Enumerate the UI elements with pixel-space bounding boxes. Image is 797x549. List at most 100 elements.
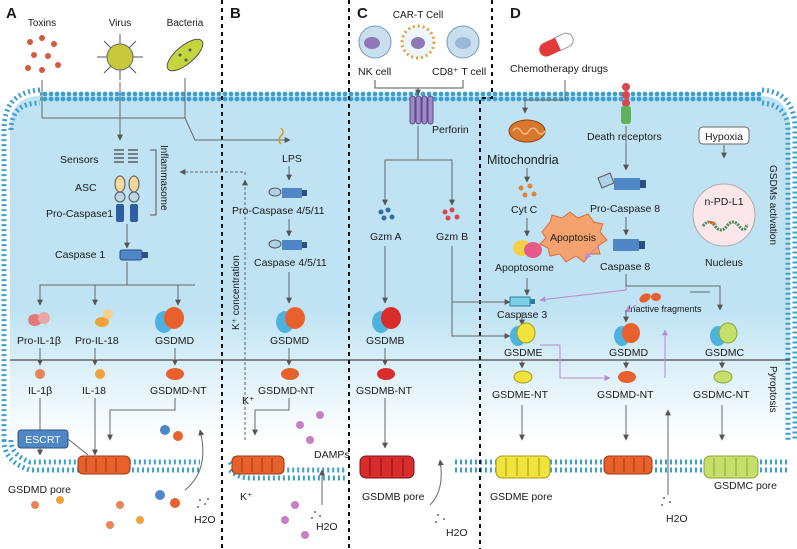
cell-cytoplasm <box>10 96 790 440</box>
gsdmd-nt-icon-b <box>281 368 299 380</box>
nk-cell-icon <box>358 25 392 59</box>
virus-label: Virus <box>109 18 132 29</box>
gsdme-nt-icon <box>513 370 533 384</box>
gsdmd-pore-b <box>231 455 285 475</box>
gzma-label: Gzm A <box>370 231 402 243</box>
asc-icon <box>114 175 140 203</box>
toxins-icon <box>25 35 61 73</box>
bacteria-icon <box>166 38 204 72</box>
panel-label-d: D <box>510 5 521 22</box>
car-t-label: CAR-T Cell <box>393 10 443 21</box>
caspase-4511-icon <box>268 239 307 250</box>
mitochondria-icon <box>508 119 546 143</box>
pro-il1b-label: Pro-IL-1β <box>17 335 61 347</box>
caspase8-icon <box>613 239 645 251</box>
inflammasome-label: Inflammasome <box>158 145 169 211</box>
panel-label-b: B <box>230 5 241 22</box>
k-plus-label-2: K⁺ <box>240 491 253 503</box>
pro-caspase1-icon <box>116 204 138 222</box>
nk-cell-label: NK cell <box>358 66 391 78</box>
il1b-label: IL-1β <box>28 385 52 397</box>
perforin-icon <box>409 95 434 125</box>
gsdmd-nt-label-b: GSDMD-NT <box>258 385 315 397</box>
car-t-cell-icon <box>400 24 436 60</box>
chemotherapy-label: Chemotherapy drugs <box>510 63 608 75</box>
gsdmb-nt-icon <box>377 368 395 380</box>
damps-label: DAMPs <box>314 449 350 461</box>
bacteria-label: Bacteria <box>167 18 204 29</box>
gsdmd-label-a: GSDMD <box>155 335 195 347</box>
gsdmb-label: GSDMB <box>366 335 405 347</box>
gsdmc-label: GSDMC <box>705 347 745 359</box>
gsdms-activation-label: GSDMs activation <box>767 165 778 245</box>
pro-caspase-4511-icon <box>268 187 307 198</box>
lps-label: LPS <box>282 153 302 165</box>
pro-il1b-icon <box>28 312 50 326</box>
gsdme-nt-label: GSDME-NT <box>492 389 549 401</box>
gsdmd-nt-label-a: GSDMD-NT <box>150 385 207 397</box>
death-receptor-icon <box>621 83 631 124</box>
caspase8-label: Caspase 8 <box>600 261 650 273</box>
cytc-label: Cyt C <box>511 204 538 216</box>
chemotherapy-capsule-icon <box>539 32 574 57</box>
h2o-label-a: H2O <box>194 514 216 526</box>
gsdme-label: GSDME <box>504 347 543 359</box>
apoptosome-icon <box>513 240 542 258</box>
gsdmb-pore-label: GSDMB pore <box>362 491 425 503</box>
lps-icon <box>278 127 284 145</box>
caspase3-icon <box>509 296 535 307</box>
gsdmb-pore <box>359 455 415 479</box>
death-receptors-label: Death receptors <box>587 131 662 143</box>
nucleus-label: Nucleus <box>705 257 743 269</box>
pro-caspase8-label: Pro-Caspase 8 <box>590 203 660 215</box>
sensors-label: Sensors <box>60 154 99 166</box>
gsdmd-pore-a <box>77 455 131 475</box>
nucleus-icon <box>692 183 756 247</box>
perforin-label: Perforin <box>432 124 469 136</box>
hypoxia-label: Hypoxia <box>705 131 743 143</box>
pyroptosis-label: Pyroptosis <box>767 366 778 413</box>
asc-label: ASC <box>75 182 97 194</box>
gsdmd-icon-b <box>276 307 305 333</box>
gsdmd-icon-d <box>614 323 640 346</box>
gzmb-icon <box>442 207 460 221</box>
pro-caspase8-icon <box>597 172 646 190</box>
pro-il18-label: Pro-IL-18 <box>75 335 119 347</box>
gsdmb-icon <box>372 307 401 333</box>
apoptosome-label: Apoptosome <box>495 262 554 274</box>
gsdmd-nt-icon-a <box>166 368 184 380</box>
pro-il18-icon <box>95 309 113 327</box>
gsdme-pore-label: GSDME pore <box>490 491 553 503</box>
npdl1-label: n-PD-L1 <box>704 196 743 208</box>
cytc-icon <box>518 183 537 198</box>
mitochondria-label: Mitochondria <box>487 153 559 167</box>
pro-caspase1-label: Pro-Caspase1 <box>46 208 113 220</box>
inactive-fragments-label: Inactive fragments <box>628 304 702 314</box>
k-concentration-label: K⁺ concentration <box>231 255 242 330</box>
caspase-4511-label: Caspase 4/5/11 <box>254 257 327 269</box>
apoptosis-label: Apoptosis <box>550 232 596 244</box>
h2o-label-d: H2O <box>666 513 688 525</box>
gsdmd-label-b: GSDMD <box>270 335 310 347</box>
gsdmc-icon <box>710 322 738 346</box>
panel-label-a: A <box>6 5 17 22</box>
h2o-label-c: H2O <box>446 527 468 539</box>
damps-icon <box>281 411 324 539</box>
pro-caspase-4511-label: Pro-Caspase 4/5/11 <box>232 205 325 217</box>
gsdme-icon <box>510 322 536 346</box>
il18-label: IL-18 <box>82 385 106 397</box>
caspase1-label: Caspase 1 <box>55 249 105 261</box>
gsdmd-label-d: GSDMD <box>609 347 649 359</box>
released-cytokines-icon <box>31 496 144 529</box>
virus-icon <box>97 34 143 80</box>
cd8-t-cell-icon <box>446 25 480 59</box>
gsdmd-icon <box>155 307 184 333</box>
gsdmd-pore-label-a: GSDMD pore <box>8 484 71 496</box>
apoptosis-burst <box>539 211 608 263</box>
gsdmc-pore <box>703 455 759 479</box>
toxins-label: Toxins <box>28 18 56 29</box>
k-plus-label-1: K⁺ <box>242 395 255 407</box>
gzma-icon <box>378 207 395 221</box>
gsdme-pore <box>495 455 551 479</box>
